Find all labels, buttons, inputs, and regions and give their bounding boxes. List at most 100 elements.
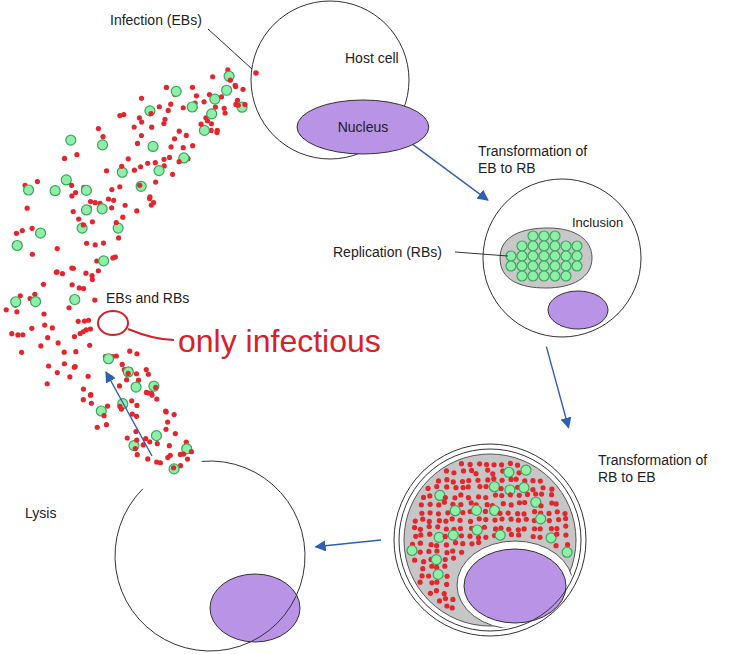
elementary-body <box>177 129 182 134</box>
elementary-body <box>29 226 34 231</box>
reticulate-body <box>562 547 572 557</box>
elementary-body <box>72 365 77 370</box>
elementary-body <box>434 588 439 593</box>
elementary-body <box>516 532 521 537</box>
elementary-body <box>469 468 474 473</box>
elementary-body <box>222 110 227 115</box>
elementary-body <box>565 542 570 547</box>
reticulate-body <box>561 241 571 251</box>
elementary-body <box>162 117 167 122</box>
elementary-body <box>73 364 78 369</box>
reticulate-body <box>81 185 91 195</box>
elementary-body <box>427 519 432 524</box>
inclusion-notch <box>457 541 573 629</box>
elementary-body <box>114 220 119 225</box>
elementary-body <box>46 363 51 368</box>
infected-cell-label: Transformation of RB to EB <box>598 452 710 486</box>
elementary-body <box>14 231 19 236</box>
elementary-body <box>485 502 490 507</box>
elementary-body <box>62 361 67 366</box>
elementary-body <box>539 491 544 496</box>
elementary-body <box>134 437 139 442</box>
elementary-body <box>428 502 433 507</box>
elementary-body <box>491 462 496 467</box>
elementary-body <box>139 119 144 124</box>
elementary-body <box>556 517 561 522</box>
elementary-body <box>166 108 171 113</box>
reticulate-body <box>572 261 582 271</box>
elementary-body <box>76 319 81 324</box>
elementary-body <box>25 206 30 211</box>
elementary-body <box>55 246 60 251</box>
elementary-body <box>443 495 448 500</box>
elementary-body <box>96 126 101 131</box>
reticulate-body <box>517 251 527 261</box>
elementary-body <box>477 516 482 521</box>
lysed-cell-outline <box>114 460 306 652</box>
elementary-body <box>428 542 433 547</box>
elementary-body <box>87 343 92 348</box>
infected-cell-outline <box>482 178 642 338</box>
reticulate-body <box>407 545 417 555</box>
elementary-body <box>146 372 151 377</box>
elementary-body <box>126 156 131 161</box>
elementary-body <box>469 500 474 505</box>
elementary-body <box>145 161 150 166</box>
elementary-body <box>450 549 455 554</box>
reticulate-body <box>561 261 571 271</box>
elementary-body <box>100 134 105 139</box>
elementary-body <box>418 527 423 532</box>
elementary-body <box>62 156 67 161</box>
elementary-body <box>71 266 76 271</box>
elementary-body <box>82 318 87 323</box>
reticulate-body <box>561 251 571 261</box>
reticulate-body <box>66 135 76 145</box>
reticulate-body <box>434 532 444 542</box>
elementary-body <box>168 144 173 149</box>
elementary-body <box>163 427 168 432</box>
reticulate-body <box>572 251 582 261</box>
elementary-body <box>427 493 432 498</box>
elementary-body <box>437 598 442 603</box>
inclusion-body <box>500 228 592 288</box>
reticulate-body <box>550 271 560 281</box>
reticulate-body <box>99 256 109 266</box>
full-inclusion <box>404 454 576 629</box>
reticulate-body <box>539 251 549 261</box>
elementary-body <box>41 282 46 287</box>
elementary-body <box>453 540 458 545</box>
reticulate-body <box>550 231 560 241</box>
elementary-body <box>499 462 504 467</box>
cell-membrane <box>394 444 586 636</box>
elementary-body <box>20 332 25 337</box>
elementary-body <box>506 527 511 532</box>
elementary-body <box>19 350 24 355</box>
elementary-body <box>444 603 449 608</box>
cell-membrane-inner <box>399 449 581 631</box>
nucleus <box>548 291 608 329</box>
elementary-body <box>117 383 122 388</box>
nucleus-label: Nucleus <box>296 119 430 136</box>
ruptured-membrane <box>115 461 305 651</box>
elementary-body <box>120 362 125 367</box>
elementary-body <box>412 525 417 530</box>
reticulate-body <box>572 241 582 251</box>
elementary-body <box>466 478 471 483</box>
cell-membrane <box>483 179 641 337</box>
elementary-body <box>126 371 131 376</box>
reticulate-body <box>504 467 514 477</box>
elementary-body <box>540 485 545 490</box>
elementary-body <box>452 495 457 500</box>
elementary-body <box>483 495 488 500</box>
elementary-body <box>35 179 40 184</box>
infected-cell-outline <box>393 443 587 637</box>
elementary-body <box>443 519 448 524</box>
elementary-body <box>168 453 173 458</box>
elementary-body <box>45 335 50 340</box>
elementary-body <box>562 511 567 516</box>
elementary-body <box>419 573 424 578</box>
elementary-body <box>29 326 34 331</box>
elementary-body <box>450 516 455 521</box>
elementary-body <box>54 270 59 275</box>
elementary-body <box>81 222 86 227</box>
